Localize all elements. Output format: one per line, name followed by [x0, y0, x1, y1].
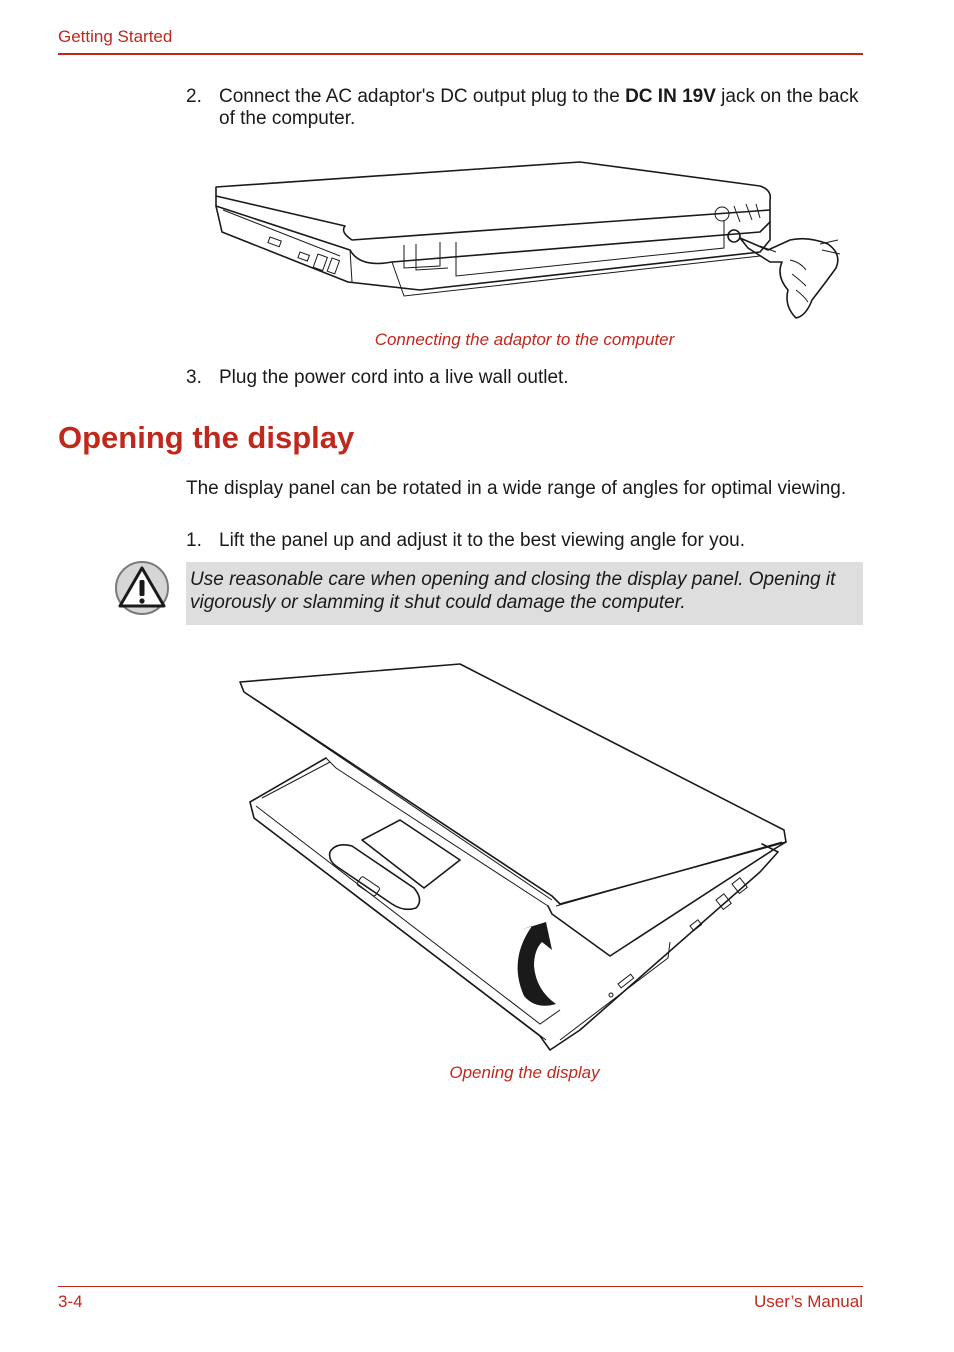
step-number: 3.	[186, 367, 202, 388]
page-number: 3-4	[58, 1292, 83, 1311]
header-rule	[58, 53, 863, 55]
laptop-lid-drawing	[239, 663, 787, 957]
warning-text: Use reasonable care when opening and clo…	[190, 569, 836, 613]
step-2: 2. Connect the AC adaptor's DC output pl…	[186, 86, 866, 130]
step-text: Lift the panel up and adjust it to the b…	[219, 530, 746, 551]
section-intro: The display panel can be rotated in a wi…	[186, 478, 847, 499]
laptop-closed-drawing	[215, 161, 772, 297]
footer-rule	[58, 1286, 863, 1287]
figure-caption-adaptor: Connecting the adaptor to the computer	[374, 330, 675, 349]
step-text: Connect the AC adaptor's DC output plug …	[219, 86, 859, 129]
lift-arrow-icon	[517, 922, 556, 1006]
warning-triangle-icon	[115, 561, 169, 615]
step-1: 1. Lift the panel up and adjust it to th…	[186, 530, 866, 552]
laptop-base-drawing	[249, 757, 779, 1051]
step-number: 2.	[186, 86, 202, 107]
step-3: 3. Plug the power cord into a live wall …	[186, 367, 866, 389]
running-header: Getting Started	[58, 27, 173, 46]
step-number: 1.	[186, 530, 202, 551]
figure-caption-display: Opening the display	[449, 1063, 600, 1082]
dc-plug-hand-drawing	[739, 237, 841, 319]
step-text: Plug the power cord into a live wall out…	[219, 367, 569, 388]
warning-note-box	[186, 562, 863, 625]
manual-title: User’s Manual	[754, 1292, 863, 1311]
jack-label: DC IN 19V	[625, 86, 716, 107]
section-title: Opening the display	[58, 420, 355, 455]
